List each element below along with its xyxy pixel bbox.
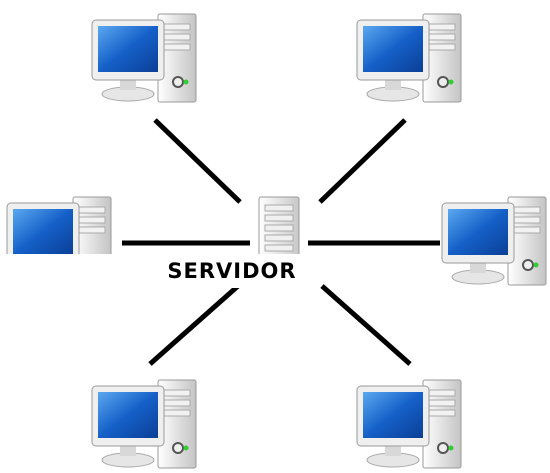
link-bottom-right <box>320 284 412 366</box>
desktop-computer-icon <box>441 196 547 286</box>
desktop-computer-icon <box>91 379 197 469</box>
client-mid-right <box>440 195 550 290</box>
link-top-right <box>318 118 407 204</box>
desktop-computer-icon <box>356 13 462 103</box>
client-bottom-right <box>355 378 465 473</box>
client-mid-left <box>5 195 115 290</box>
label-mask <box>0 254 140 288</box>
server-label-box: SERVIDOR <box>153 254 311 288</box>
link-top-left <box>153 118 242 204</box>
client-top-left <box>90 12 200 107</box>
desktop-computer-icon <box>91 13 197 103</box>
client-bottom-left <box>90 378 200 473</box>
server-label: SERVIDOR <box>167 259 297 283</box>
client-top-right <box>355 12 465 107</box>
desktop-computer-icon <box>6 196 112 286</box>
link-bottom-left <box>148 284 240 366</box>
desktop-computer-icon <box>356 379 462 469</box>
